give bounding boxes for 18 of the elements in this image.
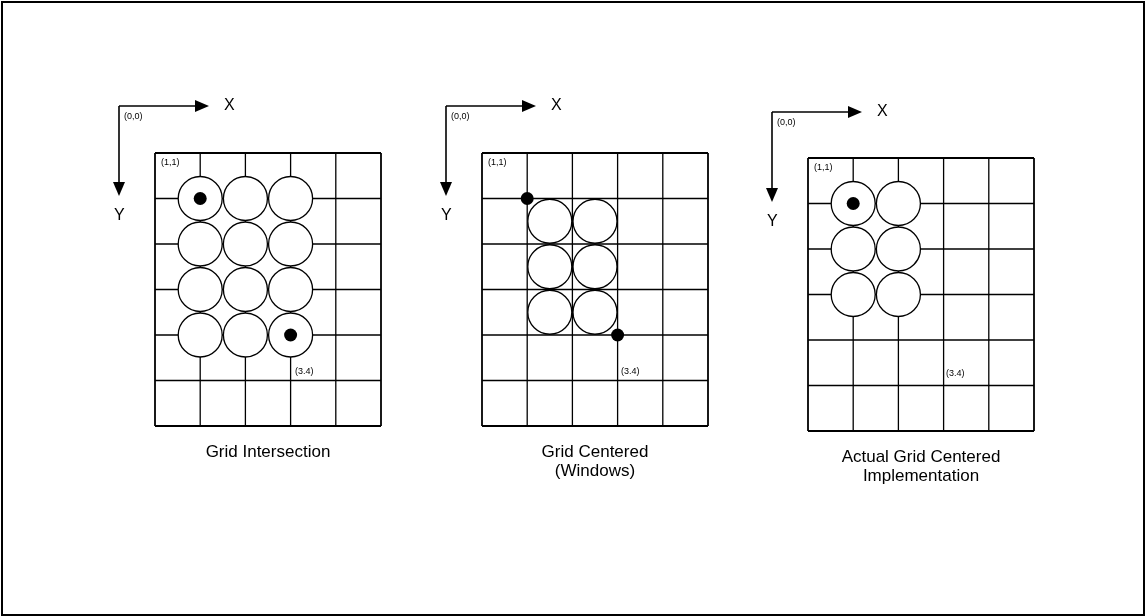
coordinate-label: (1,1): [161, 158, 180, 168]
coordinate-label: (3.4): [946, 369, 965, 379]
origin-label: (0,0): [451, 112, 470, 122]
coordinate-label: (3.4): [295, 367, 314, 377]
axis-label: X: [551, 96, 562, 114]
origin-label: (0,0): [777, 118, 796, 128]
caption: Grid Intersection: [204, 443, 332, 462]
axis-label: Y: [441, 206, 452, 224]
axis-label: X: [877, 102, 888, 120]
caption: Grid Centered (Windows): [540, 443, 650, 481]
caption: Actual Grid Centered Implementation: [840, 448, 1002, 486]
axis-label: X: [224, 96, 235, 114]
origin-label: (0,0): [124, 112, 143, 122]
coordinate-label: (1,1): [814, 163, 833, 173]
axis-label: Y: [114, 206, 125, 224]
coordinate-label: (3.4): [621, 367, 640, 377]
coordinate-label: (1,1): [488, 158, 507, 168]
axis-label: Y: [767, 212, 778, 230]
